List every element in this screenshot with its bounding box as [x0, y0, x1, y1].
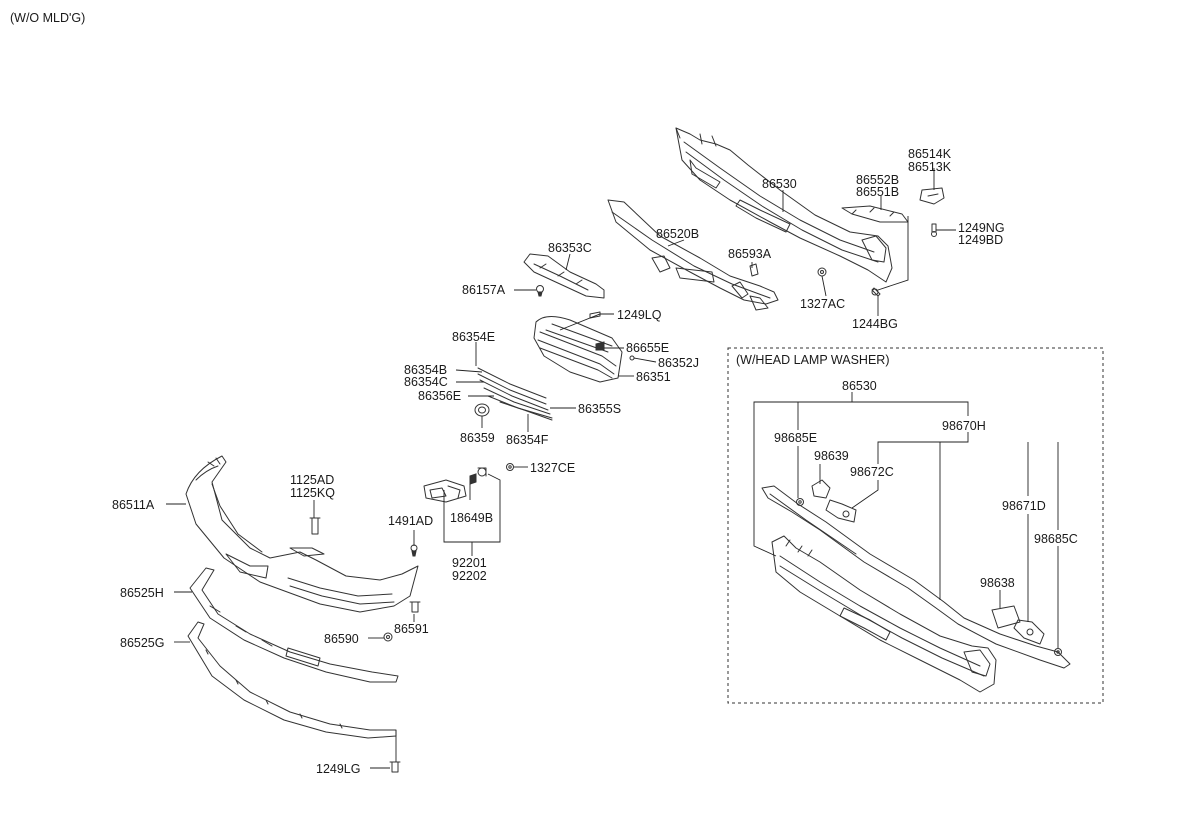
- inset-head-lamp-washer: (W/HEAD LAMP WASHER): [727, 347, 1104, 704]
- screw-86591-icon: [409, 601, 421, 613]
- leader-lines: [166, 168, 956, 769]
- bolt-1249ng-icon: [931, 223, 937, 237]
- inset-frame: [727, 347, 1104, 704]
- inset-label-98671d: 98671D: [1002, 499, 1046, 513]
- label-86525g: 86525G: [120, 636, 164, 650]
- nut-98685c-icon: [1054, 648, 1062, 656]
- inset-label-98685c: 98685C: [1034, 532, 1078, 546]
- label-86355s: 86355S: [578, 402, 621, 416]
- label-1249bd: 1249BD: [958, 233, 1003, 247]
- nut-86590-icon: [383, 632, 393, 642]
- inset-label-98638: 98638: [980, 576, 1015, 590]
- inset-label-98685e: 98685E: [774, 431, 817, 445]
- label-86354c: 86354C: [404, 375, 448, 389]
- label-86353c: 86353C: [548, 241, 592, 255]
- label-86354e: 86354E: [452, 330, 495, 344]
- corner-stay-bracket: [919, 187, 945, 205]
- label-86354f: 86354F: [506, 433, 549, 447]
- bolt-1244bg-icon: [871, 287, 881, 297]
- screw-1125ad-icon: [309, 517, 321, 535]
- fog-lamp-assembly: [423, 479, 467, 503]
- label-86591: 86591: [394, 622, 429, 636]
- inset-leader-86530: [753, 392, 853, 557]
- energy-absorber: [607, 199, 779, 311]
- emblem-86359-icon: [474, 403, 490, 417]
- cap-98639: [811, 479, 831, 499]
- label-86351: 86351: [636, 370, 671, 384]
- cap-98638: [991, 605, 1021, 629]
- front-bumper-cover: [185, 455, 419, 613]
- emblem-86655e-icon: [595, 341, 605, 351]
- label-1327ac: 1327AC: [800, 297, 845, 311]
- label-86525h: 86525H: [120, 586, 164, 600]
- label-86352j: 86352J: [658, 356, 699, 370]
- label-1249lg: 1249LG: [316, 762, 360, 776]
- label-92202: 92202: [452, 569, 487, 583]
- grille-upper-bracket: [523, 253, 605, 299]
- label-1249lq: 1249LQ: [617, 308, 662, 322]
- label-86511a: 86511A: [112, 498, 155, 512]
- label-1249ng: 1249NG: [958, 221, 1005, 235]
- label-86513k: 86513K: [908, 160, 952, 174]
- part-labels: 86530 86514K 86513K 86552B 86551B 1249NG…: [112, 147, 1005, 776]
- label-86356e: 86356E: [418, 389, 461, 403]
- inset-label-98670h: 98670H: [942, 419, 986, 433]
- washer-nozzle-98671d: [1013, 619, 1045, 645]
- inset-title: (W/HEAD LAMP WASHER): [736, 353, 890, 367]
- clip-86593a-icon: [749, 263, 759, 277]
- beam-side-bracket: [841, 205, 909, 223]
- washer-hose: [761, 485, 1071, 669]
- label-86530: 86530: [762, 177, 797, 191]
- nut-1327ac-icon: [817, 267, 827, 277]
- grille-mesh-strips: [477, 367, 553, 421]
- clip-1491ad-icon: [410, 544, 418, 557]
- screw-1249lg-icon: [389, 761, 401, 773]
- label-86551b: 86551B: [856, 185, 899, 199]
- inset-reinforcement-beam: [771, 535, 997, 693]
- label-86520b: 86520B: [656, 227, 699, 241]
- label-1125kq: 1125KQ: [290, 486, 335, 500]
- inset-label-86530: 86530: [842, 379, 877, 393]
- label-92201: 92201: [452, 556, 487, 570]
- header-note: (W/O MLD'G): [10, 11, 85, 25]
- bumper-lower-cover: [189, 567, 399, 683]
- inset-label-98639: 98639: [814, 449, 849, 463]
- clip-86157a-icon: [536, 285, 544, 297]
- nut-98685e-icon: [796, 498, 804, 506]
- label-86655e: 86655E: [626, 341, 669, 355]
- radiator-grille: [533, 316, 623, 383]
- label-1491ad: 1491AD: [388, 514, 433, 528]
- washer-nozzle-98672c: [825, 499, 857, 523]
- bumper-lower-lip: [187, 621, 397, 739]
- bumper-reinforcement-beam: [675, 127, 893, 283]
- clip-86352j-icon: [629, 355, 635, 361]
- label-1244bg: 1244BG: [852, 317, 898, 331]
- label-86590: 86590: [324, 632, 359, 646]
- label-86354b: 86354B: [404, 363, 447, 377]
- screw-1249lq-icon: [589, 311, 601, 319]
- nut-1327ce-icon: [506, 463, 514, 471]
- label-1327ce: 1327CE: [530, 461, 575, 475]
- label-86552b: 86552B: [856, 173, 899, 187]
- label-1125ad: 1125AD: [290, 473, 334, 487]
- label-18649b: 18649B: [450, 511, 493, 525]
- label-86593a: 86593A: [728, 247, 772, 261]
- inset-label-98672c: 98672C: [850, 465, 894, 479]
- label-86157a: 86157A: [462, 283, 506, 297]
- label-86514k: 86514K: [908, 147, 952, 161]
- label-86359: 86359: [460, 431, 495, 445]
- bulb-18649b-icon: [469, 467, 487, 485]
